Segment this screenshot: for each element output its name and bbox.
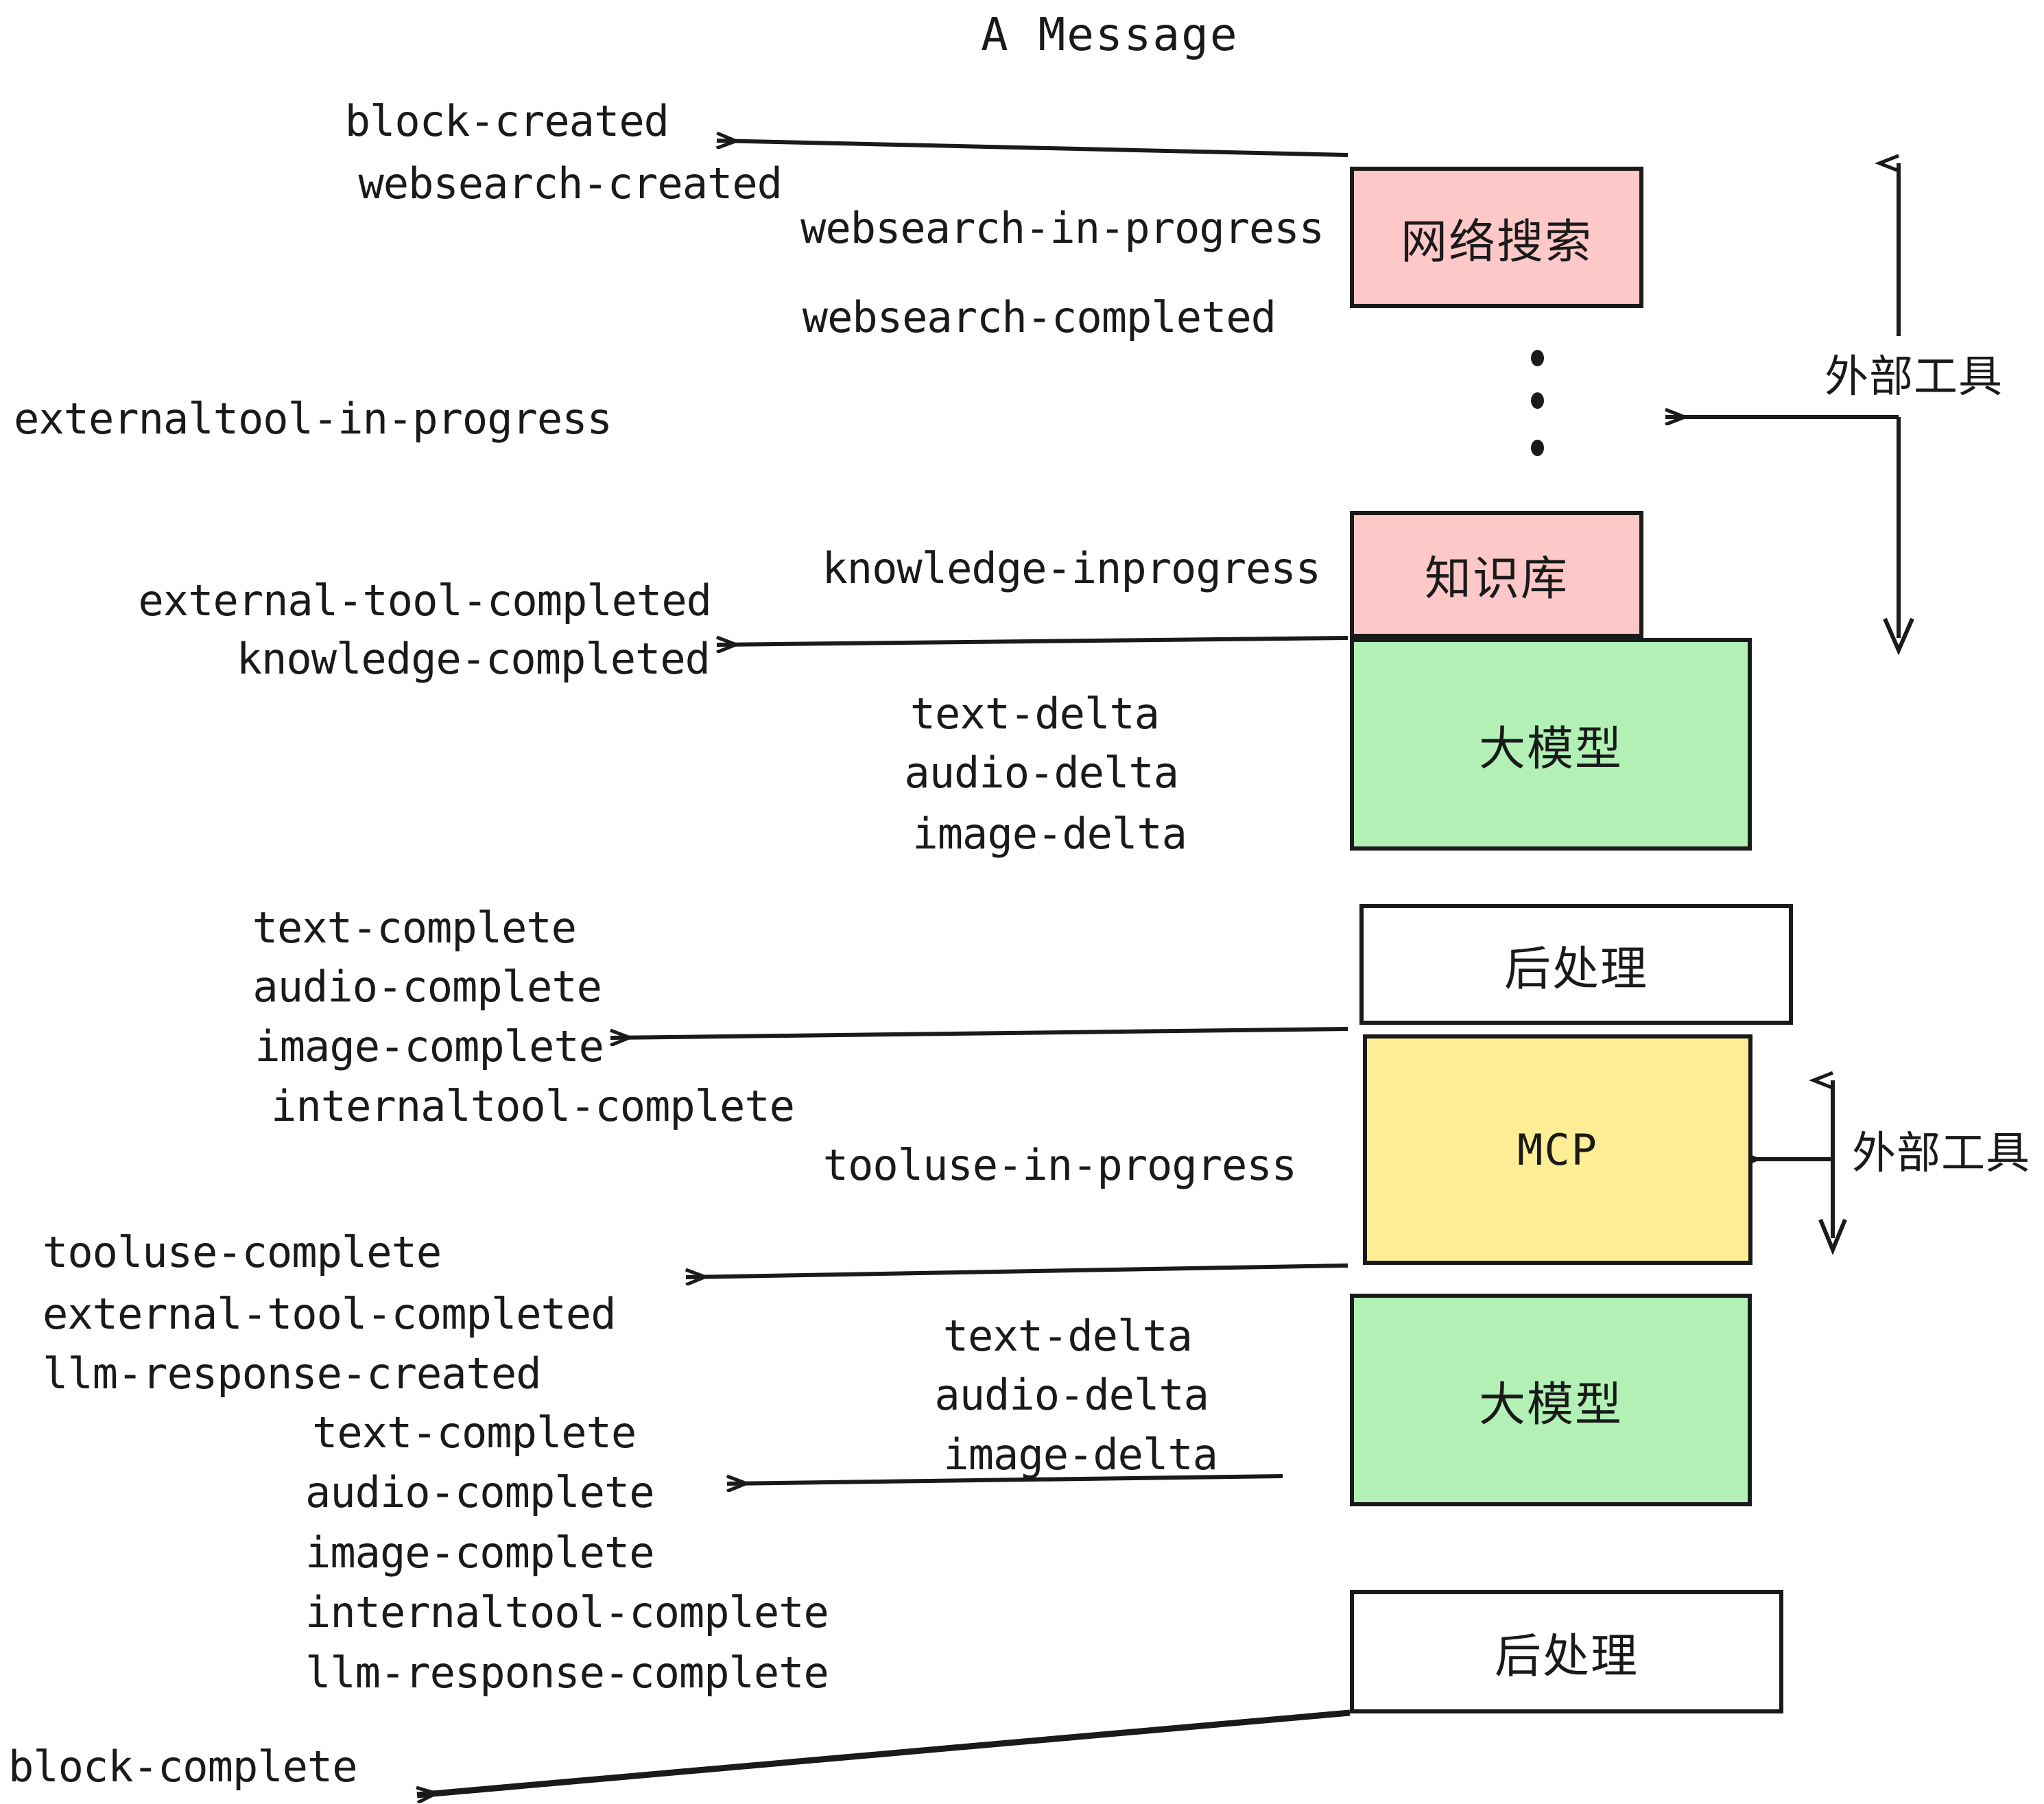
event-text-complete-2: text-complete [312,1408,637,1458]
event-internaltool-complete-2: internaltool-complete [305,1587,829,1637]
box-llm-1-label: 大模型 [1478,722,1623,776]
event-external-tool-completed-2: external-tool-completed [43,1289,617,1339]
label-external-tools-bottom: 外部工具 [1852,1128,2030,1179]
ellipsis-dot-3 [1531,440,1544,456]
box-llm-2[interactable]: 大模型 [1350,1294,1752,1506]
box-llm-2-label: 大模型 [1478,1377,1623,1432]
event-external-tool-completed-1: external-tool-completed [138,575,712,626]
event-block-complete: block-complete [8,1742,358,1792]
event-audio-delta-1: audio-delta [904,748,1179,798]
event-llm-response-created: llm-response-created [43,1349,542,1399]
box-mcp-label: MCP [1517,1124,1598,1175]
box-postprocess-2-label: 后处理 [1494,1629,1639,1684]
box-postprocess-2[interactable]: 后处理 [1350,1590,1783,1713]
event-llm-response-complete: llm-response-complete [305,1648,829,1698]
external-tools-down-top-head [1883,617,1914,656]
event-image-complete-1: image-complete [254,1021,604,1071]
arrow-tooluse-complete [686,1263,1348,1277]
event-text-delta-2: text-delta [942,1311,1193,1361]
box-postprocess-1-label: 后处理 [1504,942,1648,997]
event-audio-complete-1: audio-complete [252,962,602,1012]
box-postprocess-1[interactable]: 后处理 [1359,904,1793,1025]
event-websearch-created: websearch-created [358,158,783,209]
event-image-delta-2: image-delta [943,1429,1218,1480]
event-audio-delta-2: audio-delta [934,1370,1209,1420]
ellipsis-dot-1 [1531,350,1544,366]
external-tools-down-bottom-head [1818,1218,1847,1255]
event-image-delta-1: image-delta [912,809,1187,859]
diagram-title: A Message [981,8,1239,61]
box-websearch[interactable]: 网络搜索 [1350,167,1643,308]
event-knowledge-completed: knowledge-completed [236,634,711,684]
event-text-complete-1: text-complete [252,903,577,953]
event-audio-complete-2: audio-complete [305,1467,655,1517]
box-knowledge[interactable]: 知识库 [1350,511,1643,638]
box-websearch-label: 网络搜索 [1400,215,1593,270]
arrow-knowledge-completed [717,638,1348,645]
arrow-block-complete [417,1709,1351,1795]
label-external-tools-top: 外部工具 [1825,352,2003,403]
box-knowledge-label: 知识库 [1424,552,1569,606]
arrow-image-complete [610,1027,1348,1038]
event-block-created: block-created [344,96,669,146]
event-internaltool-complete-1: internaltool-complete [271,1081,795,1131]
event-image-complete-2: image-complete [305,1528,655,1578]
event-tooluse-complete: tooluse-complete [43,1227,442,1277]
box-mcp[interactable]: MCP [1363,1034,1752,1265]
event-knowledge-inprogress: knowledge-inprogress [822,543,1321,593]
box-llm-1[interactable]: 大模型 [1350,638,1752,851]
arrow-websearch-to-block-created [717,141,1348,157]
ellipsis-dot-2 [1531,392,1544,409]
event-tooluse-in-progress: tooluse-in-progress [822,1140,1297,1190]
event-websearch-in-progress: websearch-in-progress [800,203,1324,253]
event-websearch-completed: websearch-completed [802,292,1276,342]
event-text-delta-1: text-delta [910,689,1160,739]
event-externaltool-in-progress: externaltool-in-progress [14,394,613,444]
